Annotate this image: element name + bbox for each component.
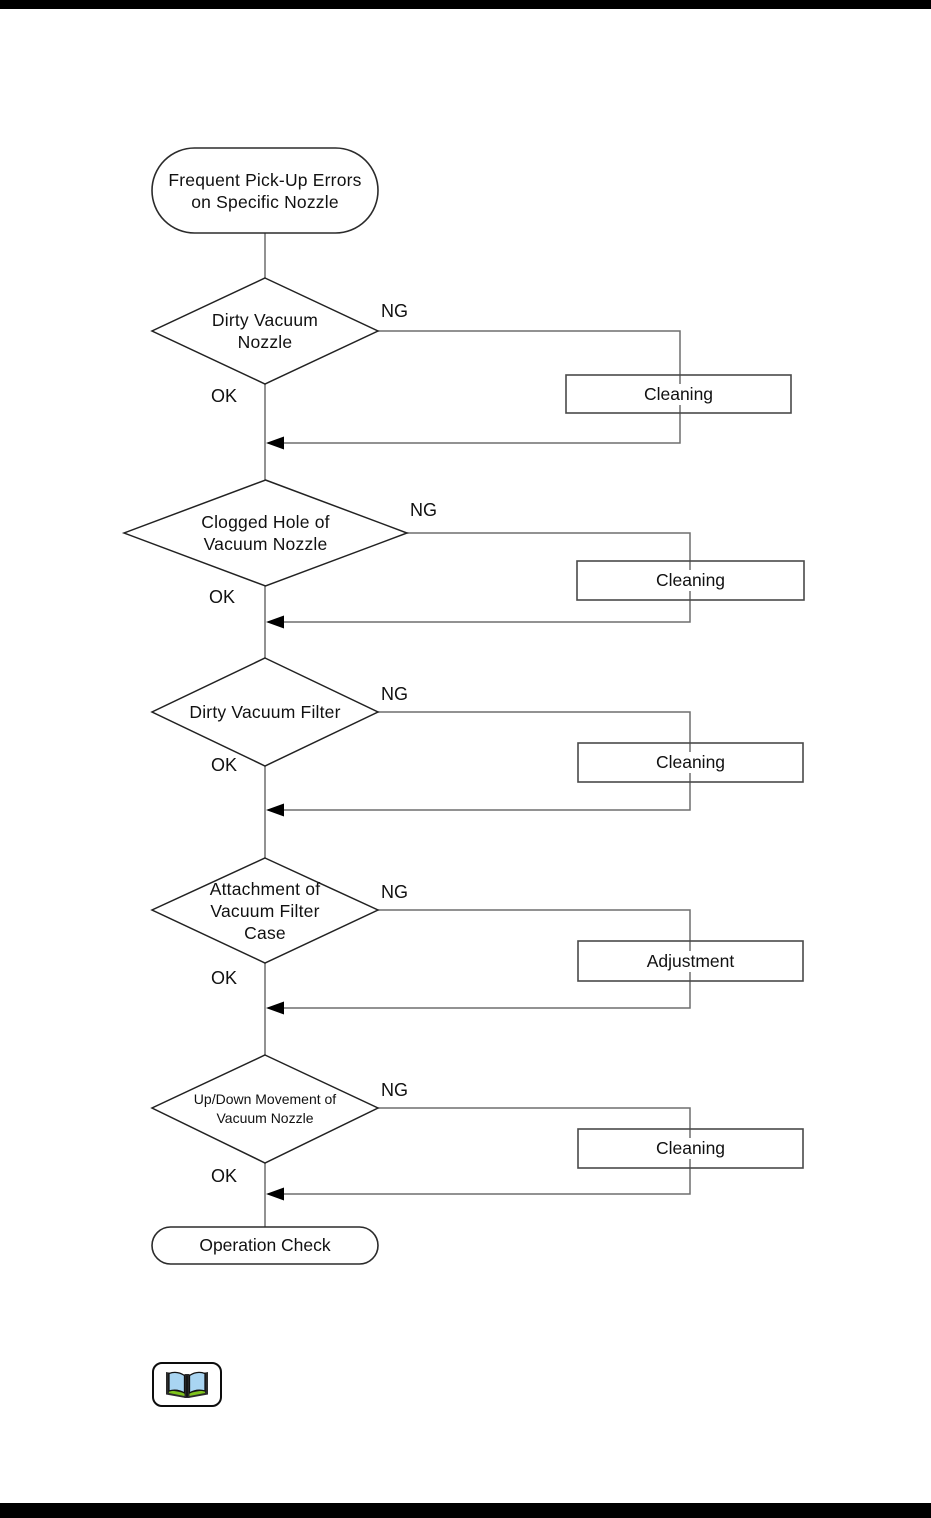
action-box-3	[577, 742, 804, 783]
ng-label-5: NG	[381, 1080, 408, 1100]
decision-1-label: Dirty Vacuum Nozzle	[152, 278, 378, 384]
book-page-left	[168, 1371, 186, 1394]
arrowhead-1	[266, 436, 284, 450]
start-label-line1: Frequent Pick-Up Errors	[168, 169, 362, 190]
action-box-5	[577, 1128, 804, 1169]
ng-label-1: NG	[381, 301, 408, 321]
ok-label-1: OK	[211, 386, 238, 406]
decision-1-line2: Nozzle	[237, 332, 293, 352]
decision-4-line2: Vacuum Filter	[210, 900, 320, 921]
decision-1-line1: Dirty Vacuum	[211, 310, 319, 330]
book-reference-button[interactable]	[152, 1362, 222, 1407]
action-4-label: Adjustment	[578, 941, 803, 981]
action-box-4	[577, 940, 804, 982]
book-green-edge-left	[169, 1389, 185, 1396]
decision-diamond-5	[150, 1054, 380, 1164]
action-5-label: Cleaning	[578, 1129, 803, 1168]
start-label-line2: on Specific Nozzle	[191, 191, 339, 212]
decision-2-line1: Clogged Hole of	[201, 512, 330, 532]
decision-5-label: Up/Down Movement of Vacuum Nozzle	[152, 1055, 378, 1163]
page-bottom-edge-bar	[0, 1503, 931, 1518]
decision-5-line2: Vacuum Nozzle	[216, 1110, 314, 1126]
end-terminal-label: Operation Check	[199, 1235, 331, 1255]
book-green-edge-right	[189, 1389, 205, 1396]
ok-label-3: OK	[211, 755, 238, 775]
decision-4-label: Attachment of Vacuum Filter Case	[152, 858, 378, 963]
decision-2-line2: Vacuum Nozzle	[203, 534, 328, 554]
decision-5-line1: Up/Down Movement of	[193, 1091, 337, 1107]
return-arrowheads	[266, 436, 284, 1201]
ok-label-5: OK	[211, 1166, 238, 1186]
decision-diamond-3	[150, 657, 380, 767]
end-terminal	[151, 1226, 379, 1265]
ok-label-4: OK	[211, 968, 238, 988]
decision-diamond-4	[150, 857, 380, 964]
action-box-2	[576, 560, 805, 601]
decision-4-line3: Case	[244, 922, 286, 943]
action-2-text: Cleaning	[648, 570, 733, 591]
decision-3-label: Dirty Vacuum Filter	[152, 658, 378, 766]
ng-label-2: NG	[410, 500, 437, 520]
decision-3-line1: Dirty Vacuum Filter	[189, 702, 341, 722]
action-1-label: Cleaning	[566, 375, 791, 413]
arrowhead-5	[266, 1187, 284, 1201]
action-2-label: Cleaning	[577, 561, 804, 600]
book-page-right	[188, 1371, 206, 1394]
action-3-text: Cleaning	[648, 752, 733, 773]
open-book-icon	[166, 1371, 208, 1398]
decision-diamond-1	[150, 277, 380, 385]
ng-label-3: NG	[381, 684, 408, 704]
start-terminal-label: Frequent Pick-Up Errors on Specific Nozz…	[152, 148, 378, 233]
action-1-text: Cleaning	[636, 383, 721, 405]
start-terminal	[151, 147, 379, 234]
action-5-text: Cleaning	[648, 1138, 733, 1159]
decision-4-line1: Attachment of	[209, 878, 321, 899]
action-box-1	[565, 374, 792, 414]
page-top-edge-bar	[0, 0, 931, 9]
arrowhead-3	[266, 803, 284, 817]
decision-diamond-2	[121, 479, 410, 587]
arrowhead-4	[266, 1001, 284, 1015]
decision-2-label: Clogged Hole of Vacuum Nozzle	[124, 480, 407, 586]
action-4-text: Adjustment	[639, 950, 742, 972]
arrowhead-2	[266, 615, 284, 629]
ng-label-4: NG	[381, 882, 408, 902]
ok-label-2: OK	[209, 587, 236, 607]
action-3-label: Cleaning	[578, 743, 803, 782]
